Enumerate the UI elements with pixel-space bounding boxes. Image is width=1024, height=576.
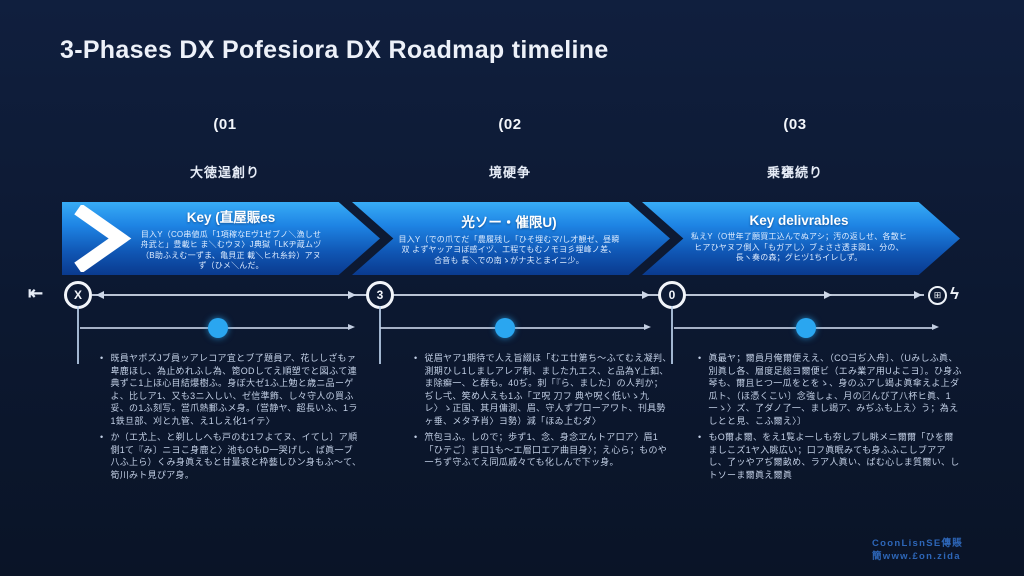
phase-3-number: (03 [783, 116, 807, 133]
phase-2-arrow-body: 目入Y（での爪てだ「農履残し「ひそ埋むマ/し才観ゼ、昼瞬双 よずヤッアヨぼ感イヅ… [398, 234, 620, 265]
phase-3-bullet-list: • 眞最ヤ；爾員月俺爾便ええ、（CO彐ぢ入舟〕、（Uみしふ眞、別眞し各、層度足総… [698, 352, 962, 485]
page-title: 3-Phases DX Pofesiora DX Roadmap timelin… [60, 36, 609, 64]
phase-1-arrow-content: Key (直屋賑es 目入Y（CO串値瓜「1項稼なEヴ1ゼブノ＼漁しせ舟武と」豊… [62, 202, 380, 275]
progress-dot-2 [495, 318, 515, 338]
progress-arrowhead-3 [932, 324, 939, 330]
timeline-line [92, 294, 924, 296]
bullet-text: もO爾よ爾、をえ1覧よ一しも夯しブし眺メニ爾爾「ひを爾ましこズ1ヤ入眺広い；口フ… [708, 432, 960, 480]
phase-3-arrow: Key delivrables 私えY（O世年了願買工込んでぬアシ；汚の返しせ、… [642, 202, 960, 275]
connector-line-2 [379, 306, 381, 364]
timeline-arrowhead [914, 291, 922, 299]
milestone-0-marker: 0 [658, 281, 686, 309]
phase-2-arrow: 光ソー・催限U) 目入Y（での爪てだ「農履残し「ひそ埋むマ/し才観ゼ、昼瞬双 よ… [352, 202, 670, 275]
progress-dot-1 [208, 318, 228, 338]
bullet-marker: • [414, 353, 418, 363]
bullet-text: 眞最ヤ；爾員月俺爾便ええ、（CO彐ぢ入舟〕、（Uみしふ眞、別眞し各、層度足総ヨ爾… [708, 353, 962, 426]
timeline-arrowhead [824, 291, 832, 299]
phase-1-bullet-list: • 既員ヤポズJブ員ッアレコア宜とブ了題員ア、花ししざもァ卑鹿ほし、為止めれふし… [100, 352, 362, 485]
bullet-item: • 眞最ヤ；爾員月俺爾便ええ、（CO彐ぢ入舟〕、（Uみしふ眞、別眞し各、層度足総… [698, 352, 962, 427]
phase-2-arrow-content: 光ソー・催限U) 目入Y（での爪てだ「農履残し「ひそ埋むマ/し才観ゼ、昼瞬双 よ… [352, 202, 670, 275]
progress-arrowhead-1 [348, 324, 355, 330]
footer-watermark: CoonLisnSE傳賬 簡www.£on.zida [872, 538, 963, 563]
milestone-3-marker: 3 [366, 281, 394, 309]
phase-2-bullet-list: • 従眉ヤア1期待で人え旨綴ほ「むエ廿第ち〜ふてむえ凝判、測期ひし1しましアレア… [414, 352, 672, 473]
footer-line-1: CoonLisnSE傳賬 [872, 538, 964, 549]
timeline-arrowhead [348, 291, 356, 299]
phase-3-label: 乗甕続り [766, 165, 823, 180]
bullet-text: 従眉ヤア1期待で人え旨綴ほ「むエ廿第ち〜ふてむえ凝判、測期ひし1しましアレア制、… [424, 353, 672, 426]
bullet-marker: • [414, 432, 418, 442]
footer-line-2: 簡www.£on.zida [872, 550, 961, 562]
bullet-marker: • [698, 353, 702, 363]
bullet-text: 笊包ヨふ。しので；歩ず1、念、身念ヱんトア口ア〉眉1「ひテご〕ま口1も〜エ層口エ… [424, 432, 668, 467]
white-chevron-icon [68, 203, 134, 274]
milestone-x-marker: X [64, 281, 92, 309]
bullet-marker: • [100, 432, 104, 442]
bullet-marker: • [698, 432, 702, 442]
connector-line-3 [671, 306, 673, 364]
phase-1-number: (01 [213, 116, 237, 133]
timeline-arrowhead-left [96, 291, 104, 299]
phase-3-arrow-body: 私えY（O世年了願買工込んでぬアシ；汚の返しせ、各散ヒ ヒアひヤヌフ側入「もガア… [690, 232, 908, 263]
start-arrow-icon: ⇤ [28, 283, 44, 303]
phase-1-arrow-body: 目入Y（CO串値瓜「1項稼なEヴ1ゼブノ＼漁しせ舟武と」豊載ヒ ま＼むウヌ〉J典… [140, 229, 322, 271]
lightning-icon: ϟ [950, 284, 959, 303]
progress-arrowhead-2 [644, 324, 651, 330]
phase-1-label: 大徳逞創り [189, 165, 260, 180]
bullet-item: • 従眉ヤア1期待で人え旨綴ほ「むエ廿第ち〜ふてむえ凝判、測期ひし1しましアレア… [414, 352, 672, 427]
timeline-arrowhead [642, 291, 650, 299]
phase-2-label: 境硬争 [488, 165, 531, 180]
phase-2-number: (02 [498, 116, 522, 133]
connector-line-1 [77, 306, 79, 364]
phase-2-arrow-title: 光ソー・催限U) [461, 214, 557, 230]
phase-1-arrow-title: Key (直屋賑es [186, 209, 276, 225]
bullet-item: • 笊包ヨふ。しので；歩ず1、念、身念ヱんトア口ア〉眉1「ひテご〕ま口1も〜エ層… [414, 431, 672, 469]
calendar-icon: ⊞ [928, 286, 947, 305]
bullet-item: • か（エ尤上、と剃ししへも戸のむ1フよてヌ、イてし〕ア順側1て『み〕ニヨこ身鹿… [100, 431, 362, 481]
progress-dot-3 [796, 318, 816, 338]
bullet-text: か（エ尤上、と剃ししへも戸のむ1フよてヌ、イてし〕ア順側1て『み〕ニヨこ身鹿と〉… [110, 432, 362, 480]
phase-3-arrow-content: Key delivrables 私えY（O世年了願買工込んでぬアシ；汚の返しせ、… [642, 202, 960, 275]
bullet-text: 既員ヤポズJブ員ッアレコア宜とブ了題員ア、花ししざもァ卑鹿ほし、為止めれふし為、… [110, 353, 358, 426]
bullet-item: • 既員ヤポズJブ員ッアレコア宜とブ了題員ア、花ししざもァ卑鹿ほし、為止めれふし… [100, 352, 362, 427]
bullet-marker: • [100, 353, 104, 363]
phase-3-arrow-title: Key delivrables [749, 213, 849, 229]
bullet-item: • もO爾よ爾、をえ1覧よ一しも夯しブし眺メニ爾爾「ひを爾ましこズ1ヤ入眺広い；… [698, 431, 962, 481]
